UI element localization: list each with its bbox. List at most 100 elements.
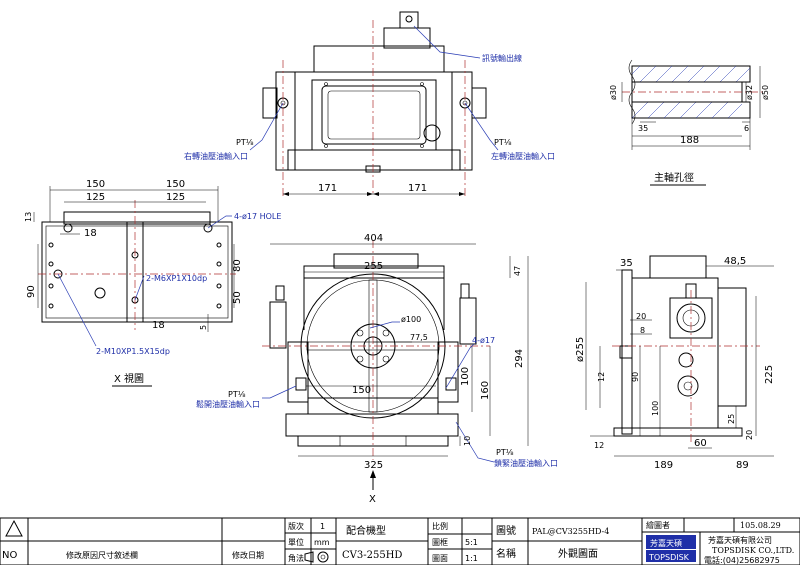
dim-side-48-5: 48,5 [724,256,746,267]
x-view-label: X 視圖 [114,372,144,385]
side-base [613,427,743,437]
dim-front-77-5: 77,5 [410,333,428,342]
dim-x-150-b: 150 [166,179,185,190]
top-cover-inner [321,85,427,145]
top-left-fitting [262,87,278,119]
dim-bore-50: ø50 [761,85,770,100]
dim-x-125-a: 125 [86,192,105,203]
logo-cn: 芳嘉天碩 [650,538,682,548]
dim-x-13: 13 [24,212,33,222]
dim-bore-32: ø32 [745,85,754,100]
projection-symbol-icon [317,551,329,563]
top-motor-cover [313,45,445,73]
edition-value: 1 [320,522,325,531]
logo-en: TOPSDISK [648,553,690,562]
dim-side-60: 60 [694,438,707,449]
dim-side-189: 189 [654,460,673,471]
dim-front-47: 47 [513,266,522,276]
front-left-fitting [269,301,287,349]
dim-bore-35: 35 [638,124,648,133]
dim-side-89: 89 [736,460,749,471]
front-view [262,240,529,490]
spindle-bore-section [621,59,764,150]
pt-mark-right: PT⅛ [236,138,254,147]
side-view [585,255,774,457]
revision-date-header: 修改日期 [232,550,264,560]
dim-side-8: 8 [640,326,645,335]
dim-x-5: 5 [199,325,208,330]
frame-value: 5:1 [465,538,478,547]
model-label: 配合機型 [346,524,386,537]
signal-outlet-leader [413,25,481,59]
dim-side-25: 25 [727,414,736,424]
top-signal-plug [399,11,419,29]
x-view-base [41,221,233,323]
x-direction-label: X [369,494,376,505]
holes-4-17b-label: 4-ø17 [472,336,495,345]
dim-side-225: 225 [764,365,775,384]
top-signal-box [383,27,431,49]
dim-side-35: 35 [620,258,633,269]
dim-front-150: 150 [352,385,371,396]
holes-4-17-label: 4-ø17 HOLE [234,212,281,221]
top-right-fitting [471,87,487,119]
dim-x-90: 90 [26,285,37,298]
top-cover-plate [311,79,437,151]
unit-label: 單位 [288,537,304,547]
angle-label: 角法 [288,553,304,563]
dim-top-171-a: 171 [318,183,337,194]
dim-x-50: 50 [232,291,243,304]
left-oil-inlet-label: 左轉油壓油輸入口 [491,151,555,161]
front-center-boss [350,323,396,369]
title-block [0,517,800,565]
dim-side-20: 20 [636,312,646,321]
unit-value: mm [314,538,330,547]
top-gauge [423,124,441,142]
pt-mark-left: PT⅛ [494,138,512,147]
company-logo [646,535,696,549]
dim-front-325: 325 [364,460,383,471]
right-oil-inlet-label: 右轉油壓油輸入口 [184,151,248,161]
dim-x-150-a: 150 [86,179,105,190]
dim-bore-30: ø30 [609,85,618,100]
x-view [33,186,236,347]
clamp-oil-inlet-label: 鎖緊油壓油輸入口 [494,458,558,468]
dim-side-90: 90 [631,372,640,382]
dim-side-100: 100 [651,401,660,416]
edition-label: 版次 [288,521,304,531]
revision-triangle-icon [5,519,23,537]
scale-label: 比例 [432,521,448,531]
dim-front-100: 100 [460,367,471,386]
drawing-no-value: PAL@CV3255HD-4 [532,527,609,536]
dim-side-255-dia: ø255 [575,337,586,362]
model-value: CV3-255HD [342,550,402,561]
name-value: 外觀圖面 [558,548,598,560]
signal-outlet-label: 訊號輸出線 [482,53,522,63]
dim-front-294: 294 [514,349,525,368]
dim-bore-188: 188 [680,135,699,146]
surface-value: 1:1 [465,554,478,563]
dim-side-12-b: 12 [594,441,604,450]
dim-front-255: 255 [364,261,383,272]
name-label: 名稱 [496,547,516,560]
date-value: 105.08.29 [740,521,781,530]
front-motor-top [333,253,419,269]
drafter-label: 繪圖者 [646,520,670,530]
pt-mark-clamp: PT⅛ [496,448,514,457]
company-en: TOPSDISK CO.,LTD. [712,546,794,555]
dim-bore-6: 6 [744,124,749,133]
no-label: NO [2,550,17,561]
loosen-oil-inlet-label: 鬆開油壓油輸入口 [196,399,260,409]
dim-front-10: 10 [463,436,472,446]
company-phone: 電話:(04)25682975 [704,555,780,565]
surface-label: 圖面 [432,554,448,563]
dim-top-171-b: 171 [408,183,427,194]
m10-thread-label: 2-M10XP1.5X15dp [96,347,170,356]
dim-front-100-dia: ø100 [401,315,421,324]
revision-content-header: 修改原因尺寸敘述欄 [66,550,138,560]
m6-thread-label: 2-M6XP1X10dp [146,274,207,283]
frame-label: 圖框 [432,537,448,547]
dim-front-404: 404 [364,233,383,244]
